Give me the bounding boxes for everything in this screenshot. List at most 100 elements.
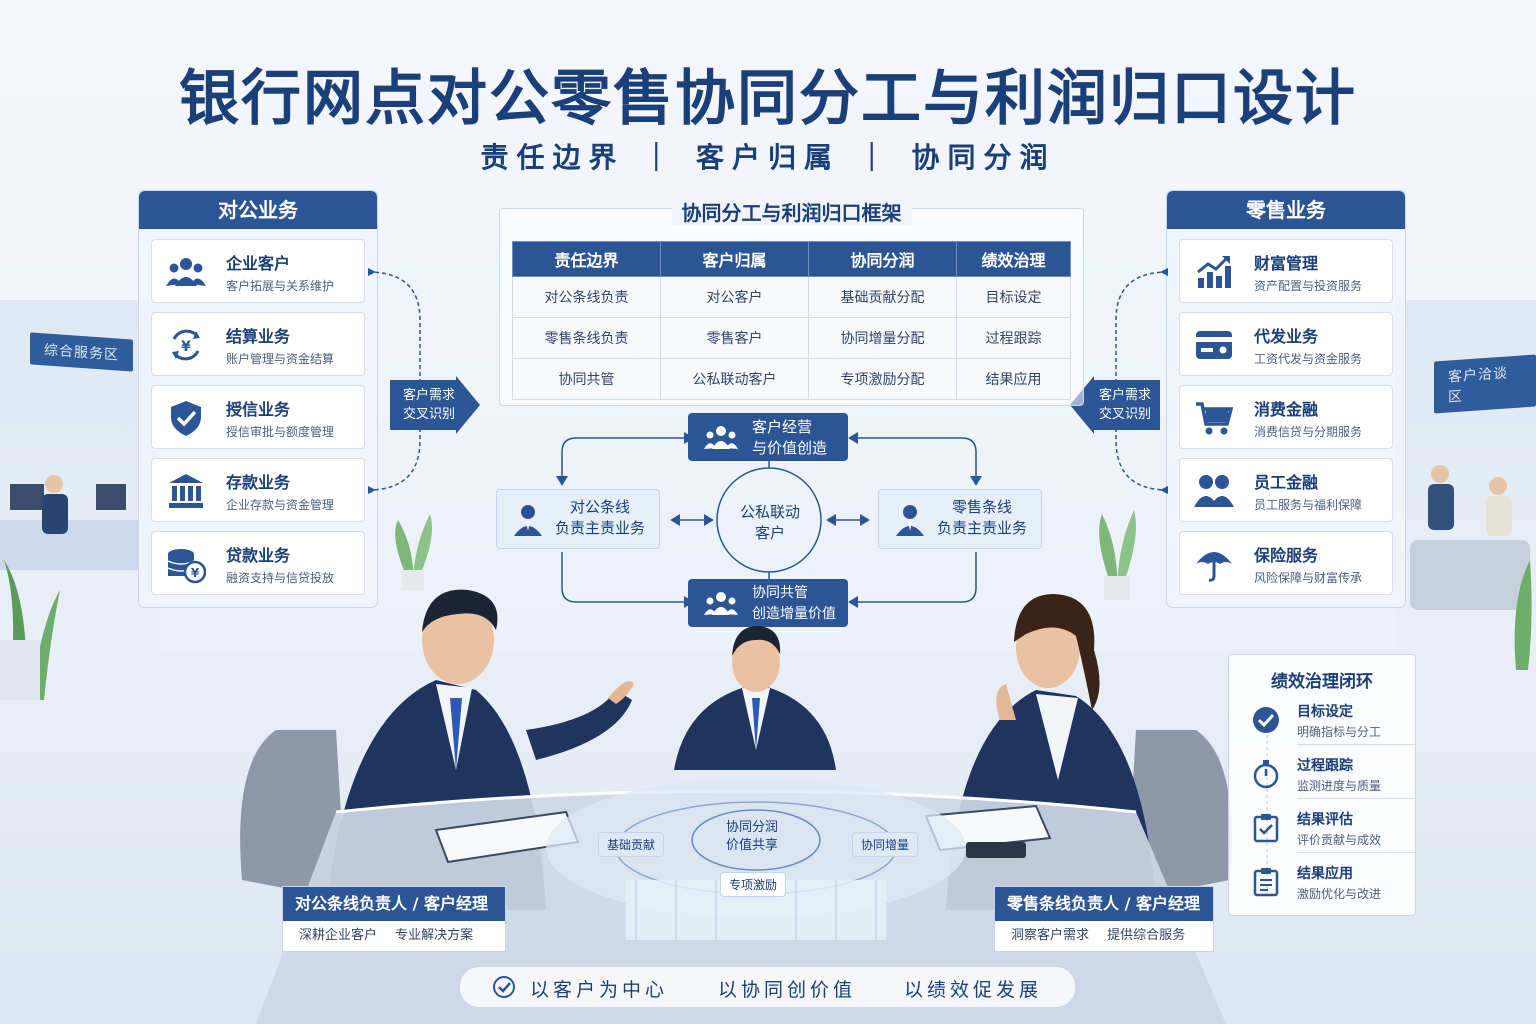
arrow-left-icon <box>1070 376 1160 434</box>
divider <box>1297 744 1415 745</box>
role-corporate-desc: 深耕企业客户 专业解决方案 <box>299 928 474 943</box>
node-corporate-line[interactable]: 对公条线 负责主责业务 <box>496 489 660 549</box>
node-customer-value[interactable]: 客户经营 与价值创造 <box>688 413 848 461</box>
performance-step-evaluation[interactable]: 结果评估 评价贡献与成效 <box>1249 809 1415 855</box>
table-cell: 基础贡献分配 <box>807 276 957 318</box>
role-corporate: 对公条线负责人 / 客户经理 深耕企业客户 专业解决方案 <box>282 886 506 952</box>
retail-item-title: 代发业务 <box>1254 327 1319 346</box>
slogan-bar: 以客户为中心 以协同创价值 以绩效促发展 <box>459 966 1076 1008</box>
retail-item-title: 保险服务 <box>1254 546 1319 565</box>
table-cell: 协同共管 <box>512 358 661 400</box>
meeting-scene <box>240 589 1232 1024</box>
corporate-item-title: 授信业务 <box>226 400 291 419</box>
shopping-cart-icon <box>1196 402 1234 435</box>
performance-step-name: 结果评估 <box>1297 812 1353 828</box>
slogan-item: 以客户为中心 <box>530 979 669 1001</box>
performance-step-desc: 明确指标与分工 <box>1297 725 1382 739</box>
svg-text:¥: ¥ <box>191 566 200 580</box>
performance-step-desc: 监测进度与质量 <box>1297 779 1382 793</box>
arrow-right-icon <box>390 376 480 434</box>
performance-loop-title: 绩效治理闭环 <box>1271 672 1373 692</box>
zone-sign-right: 客户洽谈区 <box>1434 354 1536 414</box>
growth-chart-icon <box>1197 255 1231 288</box>
retail-item-insurance[interactable]: 保险服务 风险保障与财富传承 <box>1179 531 1393 595</box>
background-right-scene <box>1410 465 1532 670</box>
table-row: 对公条线负责 对公客户 基础贡献分配 目标设定 <box>512 276 1072 318</box>
corporate-item-title: 贷款业务 <box>226 546 291 565</box>
table-cell: 过程跟踪 <box>955 317 1072 359</box>
stopwatch-icon <box>1253 760 1279 789</box>
settlement-cycle-icon: ¥ <box>172 329 200 361</box>
role-retail: 零售条线负责人 / 客户经理 洞察客户需求 提供综合服务 <box>994 886 1214 952</box>
corporate-item-settlement[interactable]: ¥ 结算业务 账户管理与资金结算 <box>151 312 365 376</box>
page-title: 银行网点对公零售协同分工与利润归口设计 <box>179 64 1357 134</box>
corporate-item-deposit[interactable]: 存款业务 企业存款与资金管理 <box>151 458 365 522</box>
background-plant-left <box>395 514 432 590</box>
slogan-item: 以协同创价值 <box>718 979 857 1001</box>
manager-person-icon <box>896 505 924 536</box>
node-joint-management[interactable]: 协同共管 创造增量价值 <box>688 579 848 627</box>
slogan-item: 以绩效促发展 <box>904 979 1043 1001</box>
corporate-item-title: 企业客户 <box>226 254 291 273</box>
retail-item-payroll[interactable]: 代发业务 工资代发与资金服务 <box>1179 312 1393 376</box>
retail-item-desc: 员工服务与福利保障 <box>1254 498 1363 512</box>
umbrella-icon <box>1196 552 1232 582</box>
corporate-item-desc: 账户管理与资金结算 <box>226 352 335 366</box>
table-cell: 专项激励分配 <box>807 358 957 400</box>
corporate-item-credit[interactable]: 授信业务 授信审批与额度管理 <box>151 385 365 449</box>
flow-arrow-left: 客户需求 交叉识别 <box>390 376 480 434</box>
performance-step-desc: 评价贡献与成效 <box>1297 833 1382 847</box>
bank-building-icon <box>169 474 203 508</box>
table-header: 客户归属 <box>659 241 809 277</box>
people-group-icon <box>166 258 206 286</box>
table-row: 零售条线负责 零售客户 协同增量分配 过程跟踪 <box>512 317 1072 359</box>
divider <box>1297 798 1415 799</box>
retail-item-title: 财富管理 <box>1254 254 1319 273</box>
coin-stack-icon: ¥ <box>167 549 206 584</box>
framework-title: 协同分工与利润归口框架 <box>500 197 1083 226</box>
retail-item-desc: 消费信贷与分期服务 <box>1254 425 1363 439</box>
retail-item-employee[interactable]: 员工金融 员工服务与福利保障 <box>1179 458 1393 522</box>
corporate-item-title: 结算业务 <box>226 327 291 346</box>
performance-step-name: 过程跟踪 <box>1297 758 1353 774</box>
table-cell: 结果应用 <box>955 358 1072 400</box>
people-group-icon <box>704 426 738 449</box>
clipboard-check-icon <box>1253 814 1279 843</box>
corporate-item-loan[interactable]: ¥ 贷款业务 融资支持与信贷投放 <box>151 531 365 595</box>
table-cell: 协同增量分配 <box>807 317 957 359</box>
retail-item-title: 消费金融 <box>1254 400 1319 419</box>
corporate-item-desc: 融资支持与信贷投放 <box>226 571 335 585</box>
background-plant-right <box>1099 510 1136 600</box>
node-joint-management-label: 协同共管 创造增量价值 <box>752 585 836 622</box>
node-joint-customer[interactable]: 公私联动 客户 <box>718 494 822 554</box>
clipboard-list-icon <box>1253 868 1279 897</box>
performance-step-desc: 激励优化与改进 <box>1297 887 1382 901</box>
two-people-icon <box>1194 475 1234 507</box>
hologram-bottom-label: 专项激励 <box>720 872 787 897</box>
performance-step-application[interactable]: 结果应用 激励优化与改进 <box>1249 863 1399 909</box>
table-header: 责任边界 <box>512 241 661 277</box>
performance-step-name: 目标设定 <box>1297 704 1353 720</box>
performance-loop-panel: 绩效治理闭环 目标设定 明确指标与分工 过程跟踪 监测进度与质量 结果评估 评价… <box>1228 654 1416 916</box>
performance-step-tracking[interactable]: 过程跟踪 监测进度与质量 <box>1249 755 1415 801</box>
role-retail-title: 零售条线负责人 / 客户经理 <box>995 887 1213 921</box>
node-retail-line[interactable]: 零售条线 负责主责业务 <box>878 489 1042 549</box>
divider <box>1297 852 1415 853</box>
check-circle-icon <box>493 976 515 998</box>
table-cell: 零售条线负责 <box>512 317 661 359</box>
hologram-left-label: 基础贡献 <box>598 832 665 857</box>
svg-text:¥: ¥ <box>181 339 191 355</box>
retail-item-consumer[interactable]: 消费金融 消费信贷与分期服务 <box>1179 385 1393 449</box>
hologram-center-label: 协同分润 价值共享 <box>726 820 779 853</box>
hologram-right-label: 协同增量 <box>852 832 919 857</box>
performance-step-target[interactable]: 目标设定 明确指标与分工 <box>1249 701 1415 747</box>
retail-item-wealth[interactable]: 财富管理 资产配置与投资服务 <box>1179 239 1393 303</box>
node-customer-value-label: 客户经营 与价值创造 <box>752 418 828 457</box>
corporate-panel-header: 对公业务 <box>139 191 377 229</box>
table-cell: 目标设定 <box>955 276 1072 318</box>
check-circle-icon <box>1253 707 1279 733</box>
corporate-item-desc: 客户拓展与关系维护 <box>226 279 335 293</box>
retail-panel-header: 零售业务 <box>1167 191 1405 229</box>
corporate-item-enterprise[interactable]: 企业客户 客户拓展与关系维护 <box>151 239 365 303</box>
framework-panel: 协同分工与利润归口框架 责任边界 客户归属 协同分润 绩效治理 对公条线负责 对… <box>499 201 1084 406</box>
